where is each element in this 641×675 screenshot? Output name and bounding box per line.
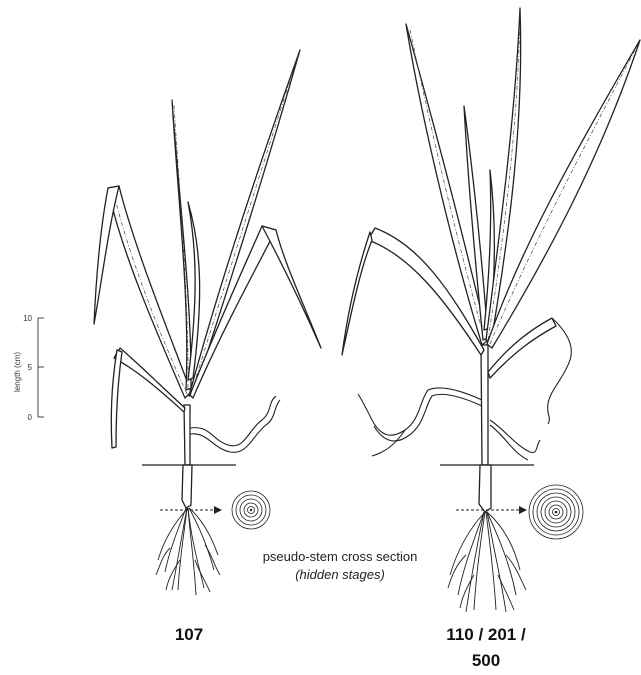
stage-label-right-line2: 500 (472, 651, 500, 670)
scale-tick-10: 10 (23, 314, 32, 323)
scale-axis-label: length (cm) (13, 352, 22, 392)
scale-tick-0: 0 (28, 413, 33, 422)
stage-label-right-line1: 110 / 201 / (446, 625, 526, 644)
cross-section-subtitle: (hidden stages) (295, 567, 385, 582)
plant-left-leaf-center (172, 100, 191, 390)
stage-label-left: 107 (175, 625, 203, 644)
plant-left-leaf-lower-left-tip (111, 350, 122, 448)
plant-right-roots (448, 512, 526, 612)
plant-left-roots (156, 508, 220, 595)
length-scale: 10 5 0 length (cm) (13, 314, 44, 422)
plant-right-withered-leaf-right (548, 318, 572, 424)
plant-left (94, 50, 321, 595)
plant-right-pseudostem (479, 465, 491, 512)
plant-right-leaf-left-bent-tip (342, 232, 372, 355)
plant-right-stem (481, 345, 488, 465)
plant-left-pseudostem (182, 465, 192, 508)
plant-left-cross-section (232, 491, 270, 529)
plant-left-withered-leaf (190, 396, 276, 446)
plant-left-leaf-right-bent-tip (262, 226, 321, 348)
plant-left-stem (184, 405, 190, 465)
cross-section-title: pseudo-stem cross section (263, 549, 418, 564)
plant-right-cross-section (529, 485, 583, 539)
plant-right (342, 8, 640, 612)
plant-right-withered-leaf-left (358, 388, 482, 435)
scale-tick-5: 5 (28, 363, 33, 372)
